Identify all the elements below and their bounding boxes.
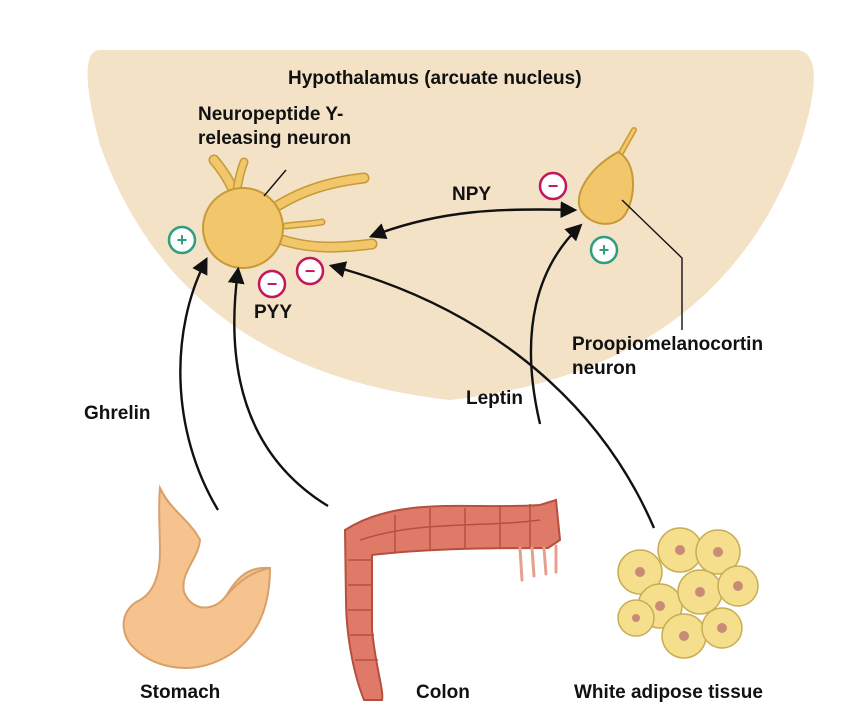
npy-neuron-body bbox=[202, 187, 284, 269]
leptin-label: Leptin bbox=[466, 388, 523, 409]
npy-arrow bbox=[368, 201, 578, 240]
svg-text:−: − bbox=[267, 274, 278, 294]
minus-symbol-pyy-1: − bbox=[257, 269, 287, 299]
stomach-illustration bbox=[122, 484, 272, 669]
plus-symbol-pomc: + bbox=[589, 235, 619, 265]
minus-symbol-npy: − bbox=[538, 171, 568, 201]
svg-text:+: + bbox=[177, 230, 188, 250]
pyy-arrow bbox=[227, 266, 329, 508]
adipose-arrow bbox=[328, 261, 656, 529]
leptin-arrow bbox=[529, 223, 583, 425]
npy-label: NPY bbox=[452, 184, 492, 205]
svg-text:−: − bbox=[548, 176, 559, 196]
pomc-neuron-body bbox=[577, 150, 635, 225]
hypothalamus-title: Hypothalamus (arcuate nucleus) bbox=[288, 68, 582, 89]
svg-text:−: − bbox=[305, 261, 316, 281]
minus-symbol-pyy-2: − bbox=[295, 256, 325, 286]
adipose-illustration bbox=[617, 527, 759, 659]
ghrelin-arrow bbox=[179, 257, 220, 511]
npy-neuron-label-line2: releasing neuron bbox=[198, 128, 352, 149]
pyy-label: PYY bbox=[254, 302, 293, 323]
pomc-neuron bbox=[577, 127, 637, 225]
ghrelin-label: Ghrelin bbox=[84, 403, 151, 424]
npy-neuron bbox=[202, 154, 378, 269]
npy-neuron-label-line1: Neuropeptide Y- bbox=[198, 104, 344, 125]
svg-text:+: + bbox=[599, 240, 610, 260]
pomc-neuron-leader bbox=[621, 199, 683, 330]
colon-label: Colon bbox=[416, 682, 470, 703]
npy-neuron-leader bbox=[263, 169, 287, 197]
pomc-neuron-label-line1: Proopiomelanocortin bbox=[572, 334, 764, 355]
plus-symbol-npy: + bbox=[167, 225, 197, 255]
stomach-label: Stomach bbox=[140, 682, 221, 703]
colon-illustration bbox=[343, 498, 562, 701]
adipose-label: White adipose tissue bbox=[574, 682, 763, 703]
pomc-neuron-label-line2: neuron bbox=[572, 358, 637, 379]
